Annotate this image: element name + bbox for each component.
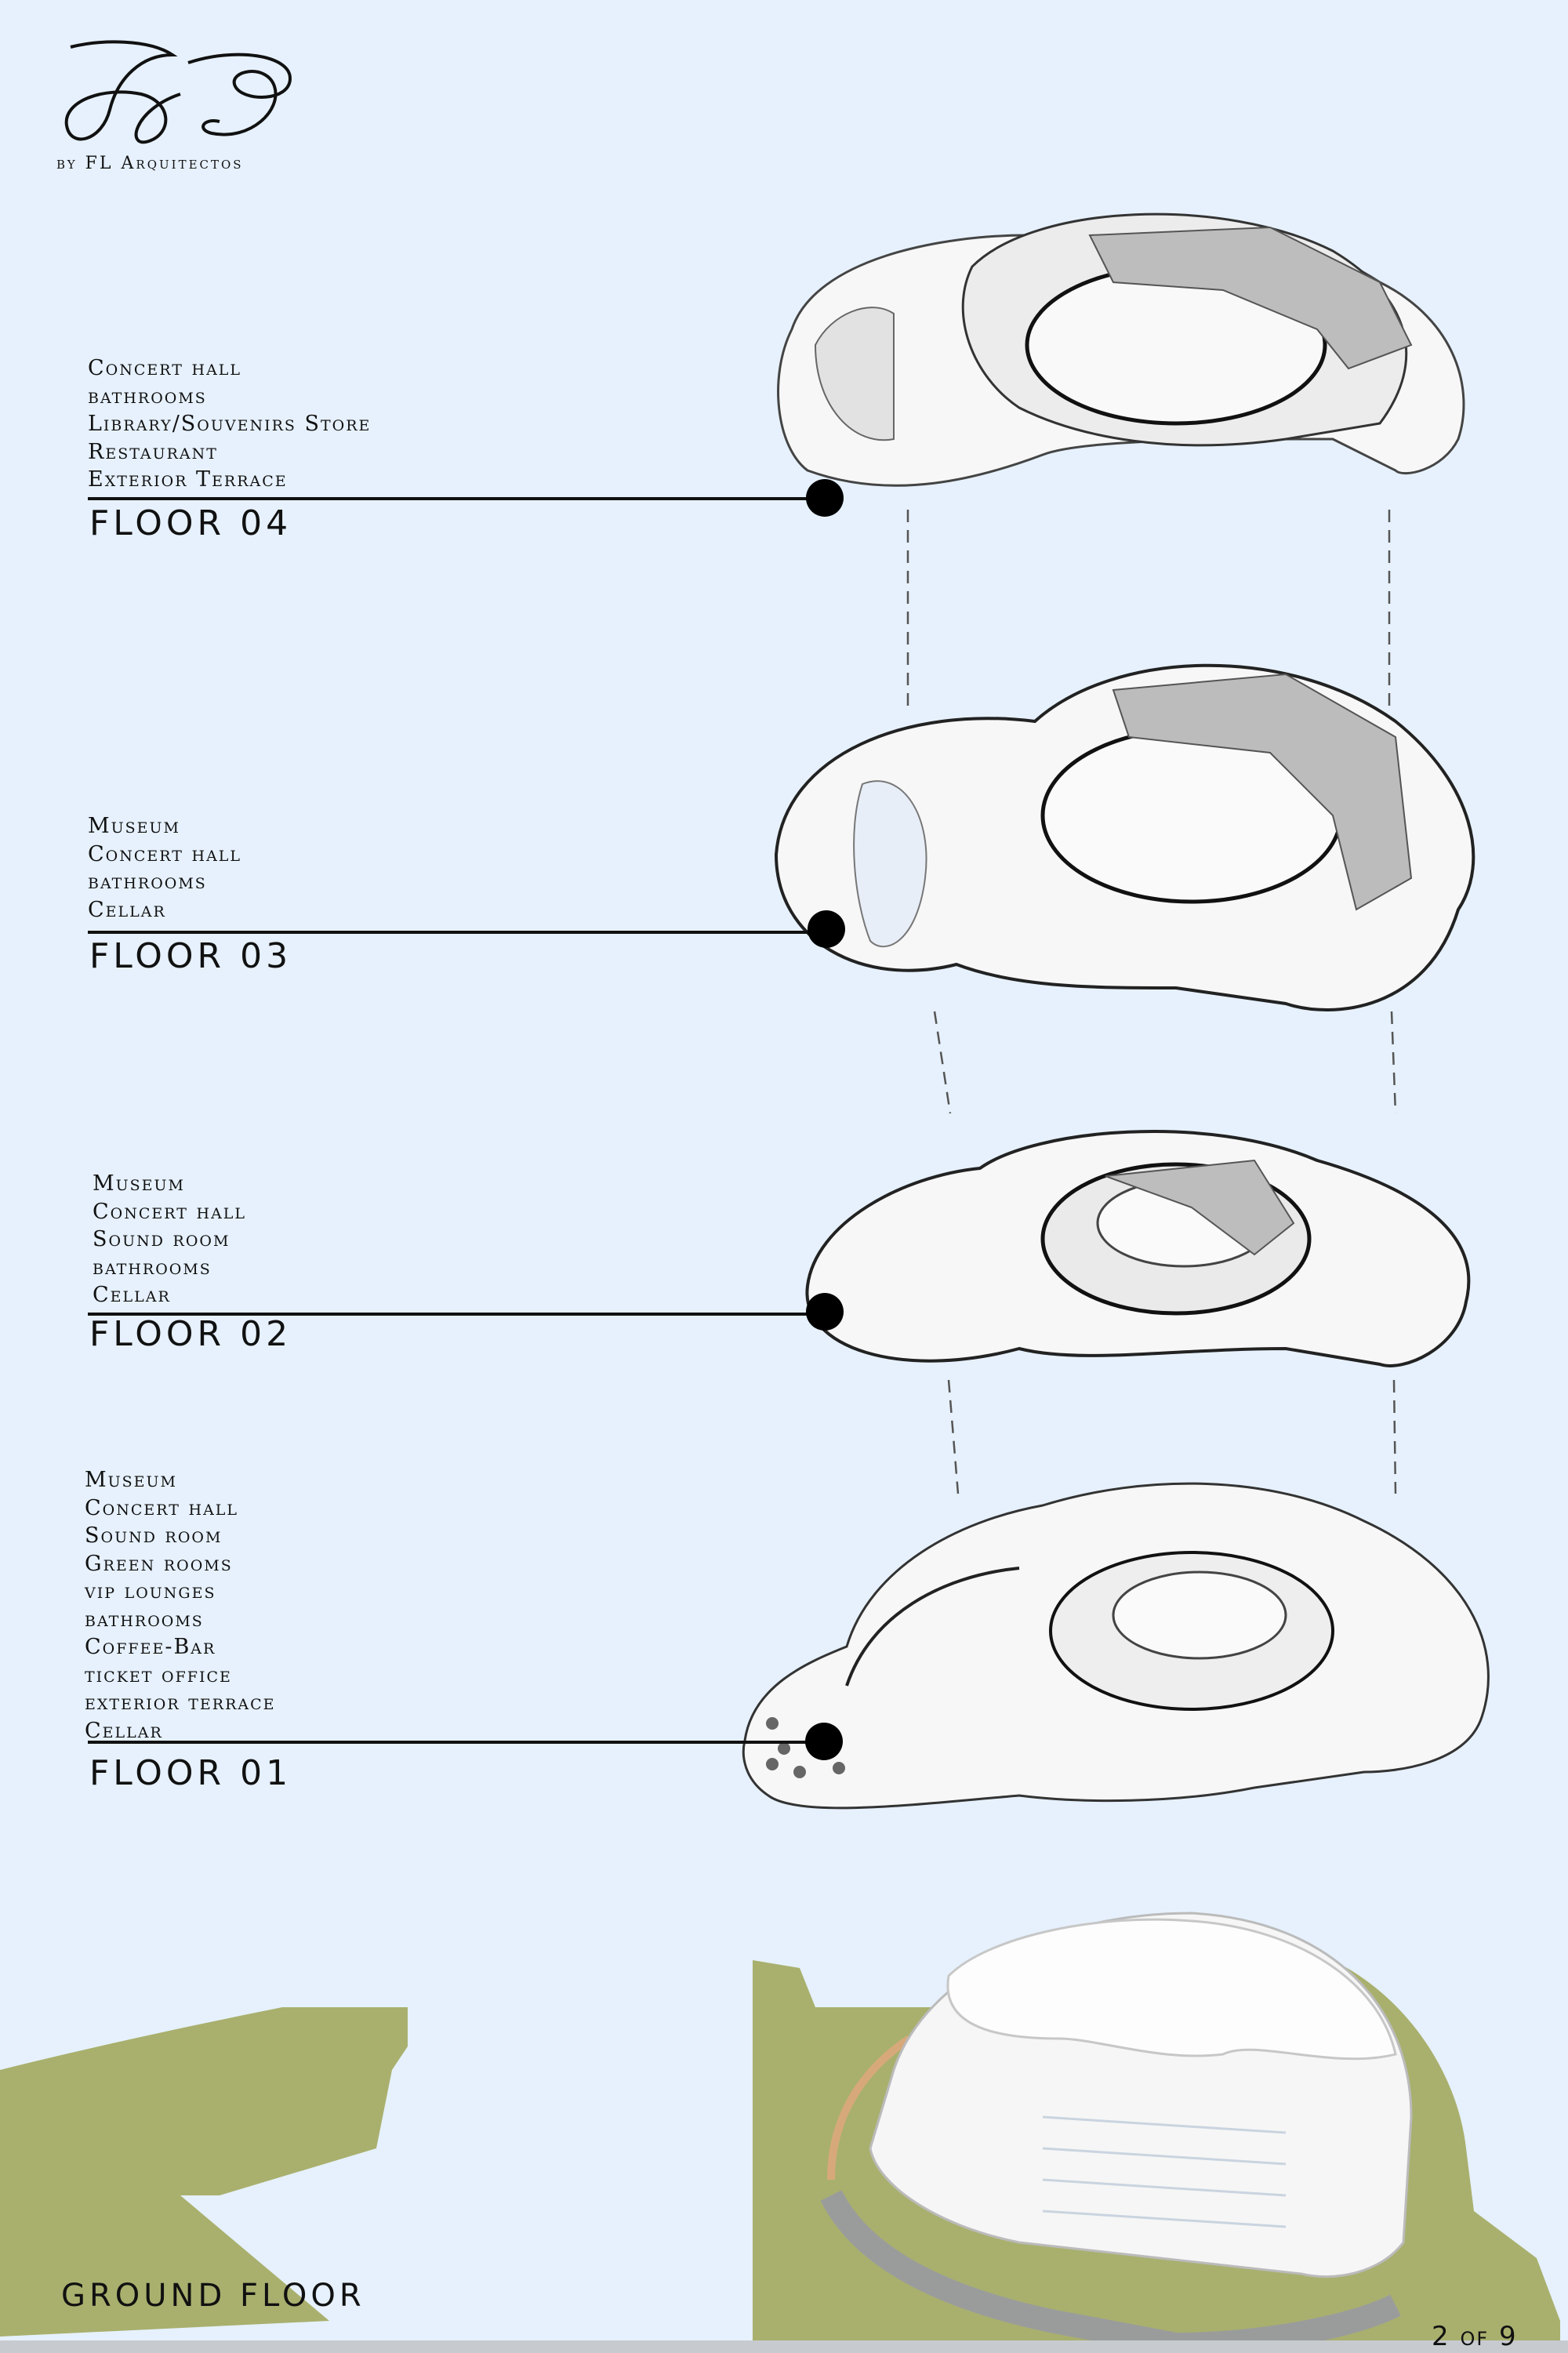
floor-02-room-list: Museum Concert hall Sound room bathrooms… (93, 1170, 246, 1309)
building-glazing (1042, 2115, 1287, 2228)
floor-04-leader-line (88, 497, 825, 500)
floor-03-title: FLOOR 03 (89, 936, 292, 976)
ground-floor-model (0, 1912, 1568, 2353)
room-label: Museum (88, 814, 181, 838)
floor-02-plan (805, 1130, 1471, 1367)
room-label: bathrooms (85, 1607, 204, 1632)
floor-03-leader-line (88, 931, 817, 934)
floor-01-room-list: Museum Concert hall Sound room Green roo… (85, 1466, 276, 1745)
floor-02-marker (806, 1293, 844, 1331)
room-label: Exterior Terrace (88, 467, 288, 492)
room-label: Cellar (93, 1283, 171, 1307)
room-label: Library/Souvenirs Store (88, 412, 372, 436)
floor-04-plan (777, 212, 1465, 487)
floor-02-leader-line (88, 1313, 825, 1316)
logo (55, 31, 321, 153)
floor-03-marker (808, 910, 845, 948)
room-label: Cellar (85, 1718, 163, 1743)
room-label: bathrooms (88, 870, 207, 894)
byline: by FL Arquitectos (56, 154, 244, 173)
room-label: Concert hall (88, 841, 242, 866)
room-label: Sound room (85, 1523, 223, 1548)
floor-01-plan (742, 1482, 1490, 1810)
floor-04-room-list: Concert hall bathrooms Library/Souvenirs… (88, 354, 371, 494)
room-label: Sound room (93, 1227, 230, 1251)
room-label: Restaurant (88, 439, 218, 464)
room-label: ticket office (85, 1662, 232, 1687)
ground-floor-title: GROUND FLOOR (61, 2278, 365, 2314)
room-label: Museum (85, 1468, 178, 1492)
floor-04-title: FLOOR 04 (89, 503, 292, 543)
room-label: bathrooms (93, 1255, 212, 1280)
room-label: Museum (93, 1171, 186, 1196)
room-label: Green rooms (85, 1551, 233, 1576)
room-label: Concert hall (93, 1199, 247, 1224)
monogram-logo-icon (64, 40, 292, 144)
room-label: Coffee-Bar (85, 1635, 216, 1659)
floor-02-title: FLOOR 02 (89, 1314, 292, 1354)
room-label: bathrooms (88, 383, 207, 409)
room-label: exterior terrace (85, 1690, 276, 1715)
room-label: Cellar (88, 897, 166, 922)
floor-04-marker (806, 479, 844, 517)
room-label: Concert hall (85, 1495, 239, 1520)
page-indicator: 2 of 9 (1432, 2321, 1518, 2352)
floor-03-plan (774, 663, 1475, 1011)
room-label: vip lounges (85, 1579, 216, 1603)
floor-01-marker (805, 1723, 843, 1760)
floor-01-title: FLOOR 01 (89, 1753, 292, 1793)
floor-01-leader-line (88, 1741, 817, 1744)
terrace-seating (766, 1717, 845, 1778)
floor-03-room-list: Museum Concert hall bathrooms Cellar (88, 812, 241, 924)
room-label: Concert hall (88, 356, 242, 380)
